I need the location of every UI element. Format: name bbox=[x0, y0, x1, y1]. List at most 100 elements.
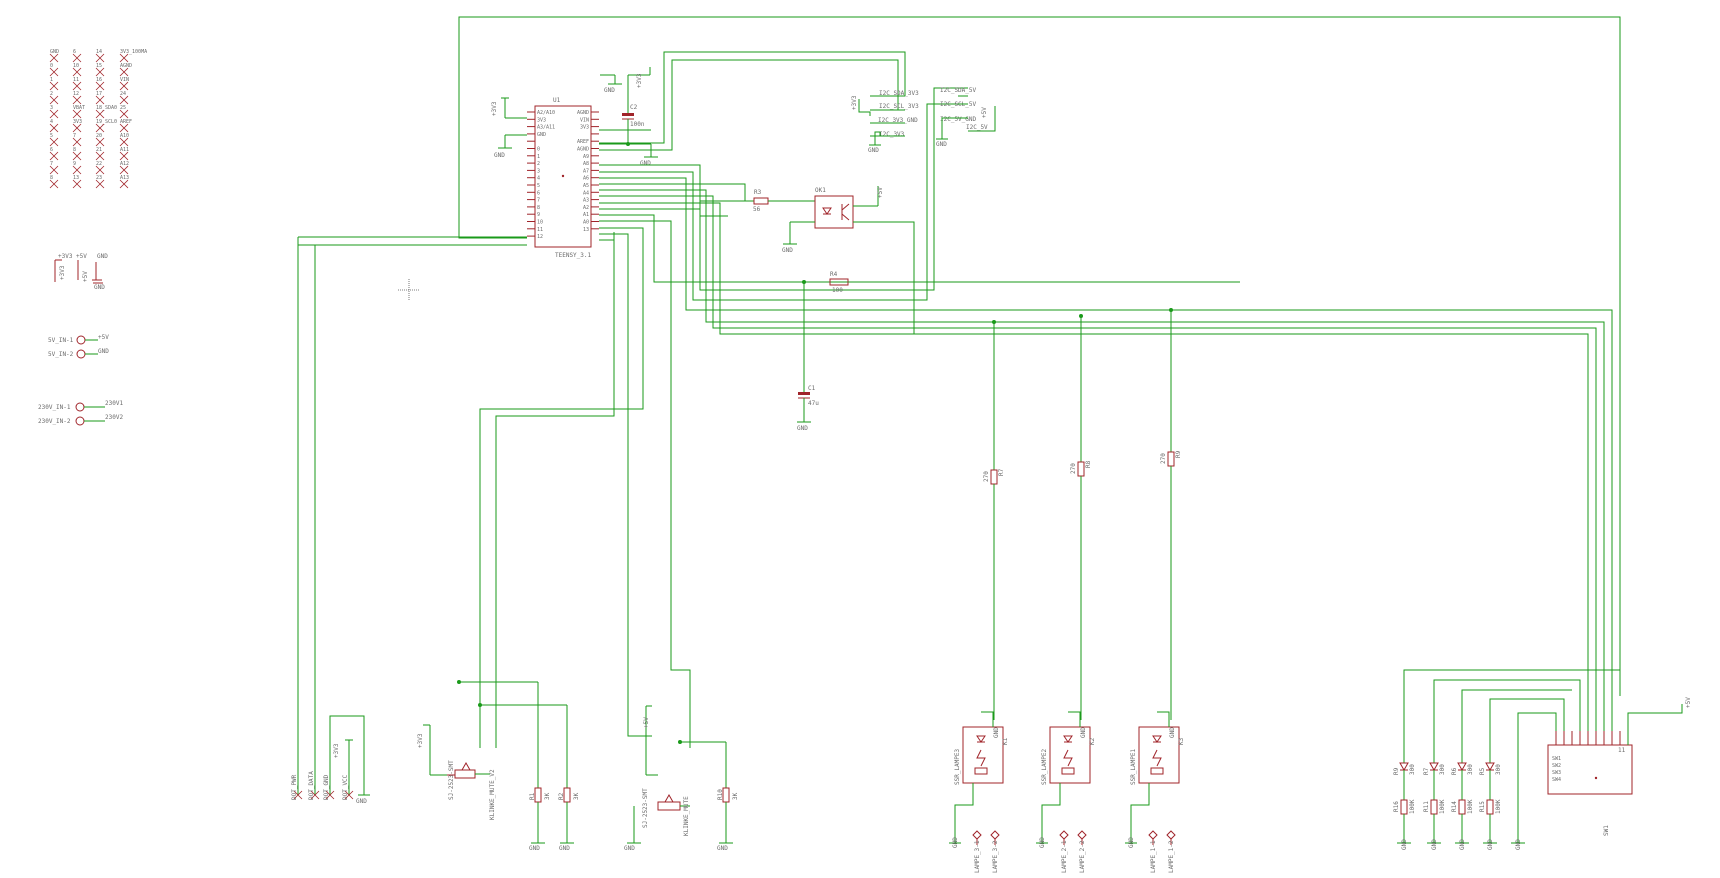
gnd-label: GND bbox=[624, 845, 635, 852]
sw-name: SW1 bbox=[1603, 825, 1610, 836]
i2c-label: I2C_3V3_GND bbox=[878, 117, 918, 124]
ssr-value: SSR_LAMPE2 bbox=[1041, 748, 1048, 785]
connector-net: 230V2 bbox=[105, 414, 123, 421]
dot-pin-label: DOT_VCC bbox=[342, 774, 349, 800]
unused-pin-label: 18_SDA0 bbox=[96, 105, 117, 111]
i2c-label: I2C_3V3 bbox=[879, 131, 905, 138]
led-gnd-label: GND bbox=[1487, 839, 1494, 850]
c1-capacitor: C1 47u GND bbox=[797, 282, 819, 432]
lamp-output-label: LAMPE_1-2 bbox=[1168, 840, 1175, 873]
u1-power-nets: +3V3 GND GND bbox=[491, 97, 658, 167]
ok1-name: OK1 bbox=[815, 187, 826, 194]
ssr-name: K3 bbox=[1178, 737, 1185, 745]
u1-right-pin: A8 bbox=[583, 161, 589, 167]
u1-left-pin: 8 bbox=[537, 205, 540, 211]
connector-label: 230V_IN-1 bbox=[38, 404, 71, 411]
gnd-label: GND bbox=[868, 147, 879, 154]
unused-pin-label: 6 bbox=[73, 49, 76, 55]
connector-net: GND bbox=[98, 348, 109, 355]
k-resistor-name: R9 bbox=[1175, 450, 1182, 458]
u1-right-pin: A6 bbox=[583, 176, 589, 182]
unused-pin-label: 8 bbox=[50, 175, 53, 181]
u1-left-pin: 11 bbox=[537, 227, 543, 233]
gnd-label: GND bbox=[529, 845, 540, 852]
unused-pin-label: AGND bbox=[120, 63, 132, 69]
u1-right-pin: A5 bbox=[583, 183, 589, 189]
unused-pin-label: 3 bbox=[50, 105, 53, 111]
led-value: 300 bbox=[1467, 764, 1474, 775]
pulldown-value: 100K bbox=[1467, 799, 1474, 814]
lamp-output-label: LAMPE_1-1 bbox=[1150, 840, 1157, 873]
ssr-name: K2 bbox=[1089, 737, 1096, 745]
connector-net: 230V1 bbox=[105, 400, 123, 407]
unused-pin-label: VIN bbox=[120, 77, 129, 83]
sw-pin-label: SW2 bbox=[1552, 763, 1561, 769]
supply-symbols: +3V3 +5V GND +3V3 +5V GND bbox=[54, 253, 108, 291]
u1-right-pin: VIN bbox=[580, 117, 589, 123]
lamp-output-label: LAMPE_2-1 bbox=[1061, 840, 1068, 873]
led-value: 300 bbox=[1495, 764, 1502, 775]
i2c-level-shifter-pins: I2C_SDA_3V3 I2C_SCL_3V3 I2C_3V3_GND I2C_… bbox=[851, 87, 996, 154]
unused-pin-label: 22 bbox=[96, 161, 102, 167]
klinke2-value: SJ-2523-SMT bbox=[642, 788, 649, 828]
lamp-output-label: LAMPE_3-1 bbox=[974, 840, 981, 873]
u1-left-pin: 5 bbox=[537, 183, 540, 189]
unused-pin-label: 5 bbox=[50, 133, 53, 139]
u1-right-pin: A9 bbox=[583, 154, 589, 160]
lamp-output-label: LAMPE_3-2 bbox=[992, 840, 999, 873]
u1-left-pin: 4 bbox=[537, 176, 540, 182]
supply-label: GND bbox=[97, 253, 108, 260]
led-gnd-label: GND bbox=[1431, 839, 1438, 850]
r1-name: R1 bbox=[529, 792, 536, 800]
r10-value: 3K bbox=[732, 792, 739, 800]
u1-left-pin: 2 bbox=[537, 161, 540, 167]
c1-name: C1 bbox=[808, 385, 816, 392]
unused-pin-label: VBAT bbox=[73, 105, 85, 111]
k-resistor-value: 270 bbox=[1160, 453, 1167, 464]
u1-right-pin: 3V3 bbox=[580, 125, 589, 131]
i2c-label: I2C_SDA_3V3 bbox=[879, 90, 919, 97]
led-name: R6 bbox=[1451, 767, 1458, 775]
supply-label: GND bbox=[94, 284, 105, 291]
r2-value: 3K bbox=[573, 792, 580, 800]
u1-teensy: U1 TEENSY_3.1 A2/A103V3A3/A11GND01234567… bbox=[527, 97, 599, 259]
klinke1-value: SJ-2523-SMT bbox=[448, 760, 455, 800]
led-name: R9 bbox=[1393, 767, 1400, 775]
c2-3v3-label: +3V3 bbox=[636, 73, 643, 88]
gnd-label: GND bbox=[559, 845, 570, 852]
led-gnd-label: GND bbox=[1401, 839, 1408, 850]
unused-pin-label: 16 bbox=[96, 77, 102, 83]
unused-pin-label: 0 bbox=[50, 63, 53, 69]
u1-right-pin: 13 bbox=[583, 227, 589, 233]
unused-pin-label: 9 bbox=[73, 161, 76, 167]
pulldown-value: 100K bbox=[1409, 799, 1416, 814]
pulldown-value: 100K bbox=[1495, 799, 1502, 814]
gnd-label: GND bbox=[782, 247, 793, 254]
u1-pins: A2/A103V3A3/A11GND0123456789101112AGNDVI… bbox=[527, 110, 599, 240]
gnd-label: GND bbox=[1515, 839, 1522, 850]
i2c-label: I2C_SCL_3V3 bbox=[879, 103, 919, 110]
connector-label: 5V_IN-2 bbox=[48, 351, 74, 358]
u1-right-pin: A7 bbox=[583, 168, 589, 174]
gnd-label: GND bbox=[604, 87, 615, 94]
unused-pin-label: A12 bbox=[120, 161, 129, 167]
unused-pin-label: A11 bbox=[120, 147, 129, 153]
sw-pin-label: SW3 bbox=[1552, 770, 1561, 776]
connector-label: 230V_IN-2 bbox=[38, 418, 71, 425]
gnd-label: GND bbox=[356, 798, 367, 805]
lamp-output-label: LAMPE_2-2 bbox=[1079, 840, 1086, 873]
u1-right-pin: AGND bbox=[577, 147, 589, 153]
unused-pin-label: 6 bbox=[50, 147, 53, 153]
ssr-chains: 270 R7 270 R8 270 R9 bbox=[983, 308, 1182, 720]
unused-pin-label: A13 bbox=[120, 175, 129, 181]
dot-pin-label: DOT_GND bbox=[323, 774, 330, 800]
unused-pin-label: 19_SCL0 bbox=[96, 119, 117, 125]
u1-left-pin: 10 bbox=[537, 220, 543, 226]
unused-pin-label: 20 bbox=[96, 133, 102, 139]
